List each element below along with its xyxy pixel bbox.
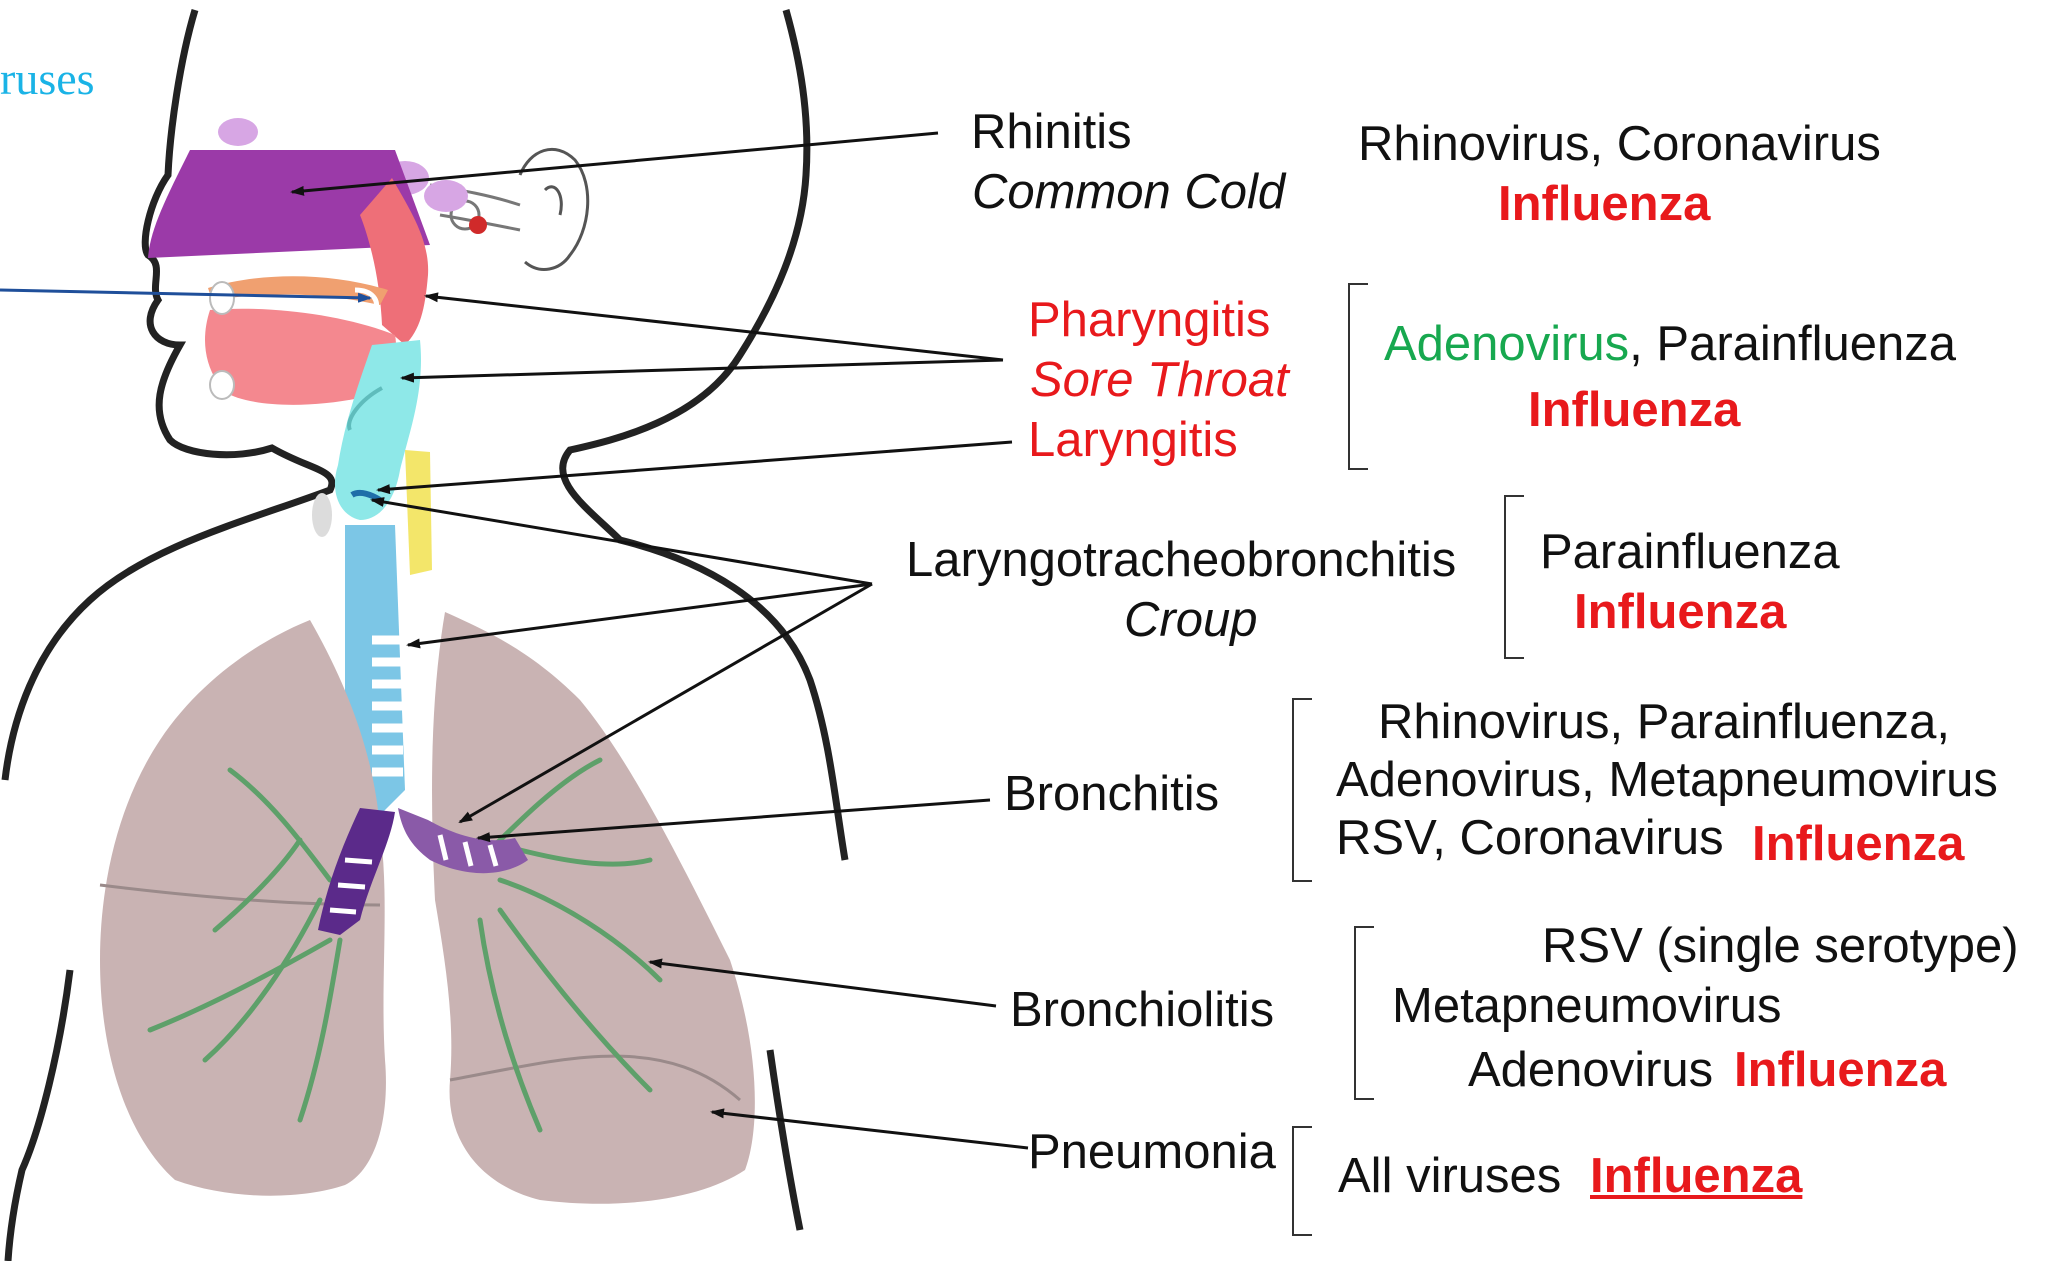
arrow-pneumonia xyxy=(712,1112,1028,1148)
thyroid-cartilage xyxy=(312,493,332,537)
arrow-pharyngitis-upper xyxy=(426,296,1003,360)
torso-left-outline xyxy=(8,970,70,1261)
arrow-ltb-trachea xyxy=(408,584,872,645)
arrow-ltb-larynx xyxy=(372,500,872,584)
bronchiolitis-viruses-line3: Adenovirus xyxy=(1468,1046,1713,1095)
left-lung xyxy=(432,612,755,1204)
pharyngitis-influenza: Influenza xyxy=(1528,386,1740,435)
pneumonia-influenza: Influenza xyxy=(1590,1152,1802,1201)
bronchitis-bracket xyxy=(1292,698,1312,882)
bronchiolitis-viruses-line1: RSV (single serotype) xyxy=(1542,922,2019,971)
bronchiolitis-viruses-line2: Metapneumovirus xyxy=(1392,982,1781,1031)
middle-ear xyxy=(469,216,487,234)
arrow-pharyngitis-lower xyxy=(402,360,1003,378)
bronchitis-viruses-line2: Adenovirus, Metapneumovirus xyxy=(1336,756,1998,805)
rhinitis-viruses: Rhinovirus, Coronavirus xyxy=(1358,120,1881,169)
rhinitis-influenza: Influenza xyxy=(1498,180,1710,229)
sore-throat-label: Sore Throat xyxy=(1030,356,1289,405)
torso-right-outline xyxy=(770,1050,800,1230)
ltb-influenza: Influenza xyxy=(1574,588,1786,637)
head-back-outline xyxy=(563,10,845,860)
bronchitis-viruses-line3: RSV, Coronavirus xyxy=(1336,814,1724,863)
pneumonia-bracket xyxy=(1292,1126,1312,1236)
bronchitis-influenza: Influenza xyxy=(1752,820,1964,869)
common-cold-label: Common Cold xyxy=(972,168,1285,217)
bronchiolitis-influenza: Influenza xyxy=(1734,1046,1946,1095)
pneumonia-viruses: All viruses xyxy=(1338,1152,1561,1201)
esophagus xyxy=(405,450,432,575)
eustachian-sinus xyxy=(424,180,468,212)
pharyngitis-viruses: Adenovirus, Parainfluenza xyxy=(1384,320,1956,369)
pharyngitis-bracket xyxy=(1348,283,1368,470)
ltb-viruses: Parainfluenza xyxy=(1540,528,1840,577)
corner-fragment-text: ruses xyxy=(0,52,95,105)
pneumonia-label: Pneumonia xyxy=(1028,1128,1276,1177)
laryngitis-label: Laryngitis xyxy=(1028,416,1238,465)
ltb-bracket xyxy=(1504,495,1524,659)
bronchitis-label: Bronchitis xyxy=(1004,770,1219,819)
pharyngitis-label: Pharyngitis xyxy=(1028,296,1270,345)
bronchitis-viruses-line1: Rhinovirus, Parainfluenza, xyxy=(1378,698,1950,747)
parainfluenza-text: , Parainfluenza xyxy=(1629,317,1956,371)
rhinitis-label: Rhinitis xyxy=(971,108,1132,157)
tracheal-rings xyxy=(372,640,403,772)
croup-label: Croup xyxy=(1124,596,1257,645)
bronchiolitis-bracket xyxy=(1354,926,1374,1100)
bronchiolitis-label: Bronchiolitis xyxy=(1010,986,1274,1035)
upper-teeth xyxy=(210,282,234,314)
frontal-sinus xyxy=(218,118,258,146)
adenovirus-highlight: Adenovirus xyxy=(1384,317,1629,371)
arrow-laryngitis xyxy=(378,442,1012,490)
lower-teeth xyxy=(210,371,234,399)
ltb-label: Laryngotracheobronchitis xyxy=(906,536,1456,585)
